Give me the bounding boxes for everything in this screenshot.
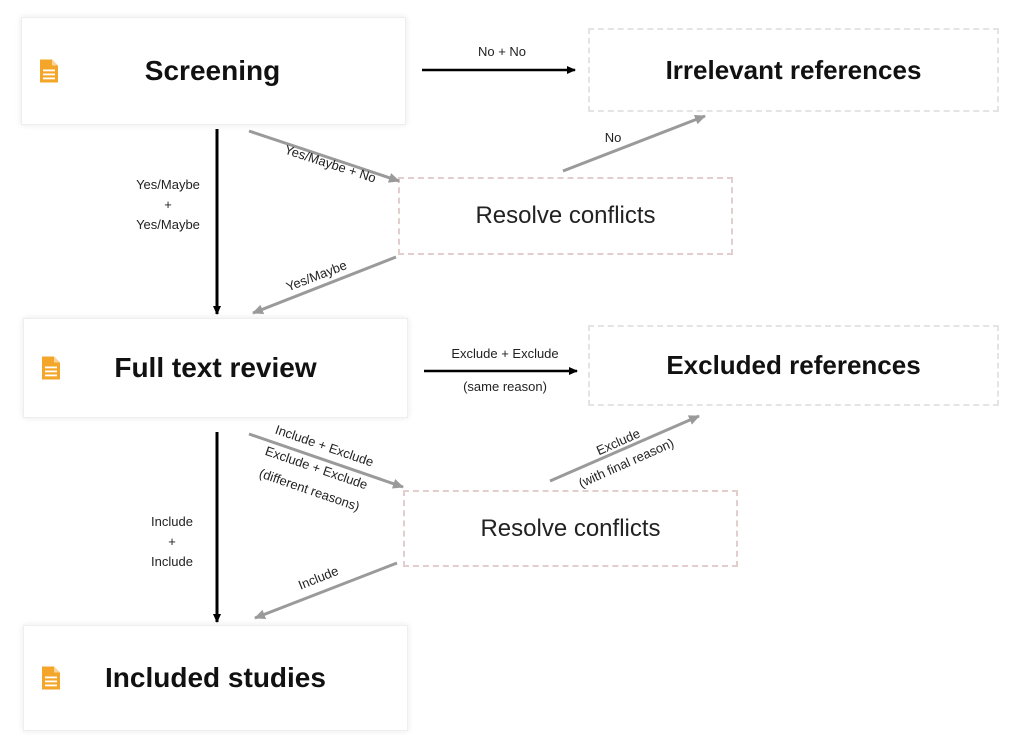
edge-label-no-no: No + No <box>477 44 527 59</box>
resolve-conflicts-box-top: Resolve conflicts <box>398 177 733 255</box>
document-icon <box>40 59 58 83</box>
resolve-conflicts-label-bottom: Resolve conflicts <box>480 514 661 542</box>
document-icon <box>42 356 60 380</box>
excluded-references-label: Excluded references <box>666 350 921 380</box>
arrow-conflicts-bottom-to-included <box>254 561 398 620</box>
edge-label-exclude-exclude-same: Exclude + Exclude <box>451 346 559 361</box>
screening-box: Screening <box>21 17 406 125</box>
irrelevant-references-box: Irrelevant references <box>588 28 999 112</box>
edge-label-include-combo-line1: Include <box>151 514 193 529</box>
arrow-conflicts-top-to-fulltext <box>252 255 397 315</box>
edge-label-yes-maybe-combo: Yes/Maybe + Yes/Maybe <box>118 175 218 235</box>
arrow-conflicts-bottom-to-excluded <box>549 414 700 483</box>
excluded-references-box: Excluded references <box>588 325 999 406</box>
resolve-conflicts-box-bottom: Resolve conflicts <box>403 490 738 567</box>
included-studies-box: Included studies <box>23 625 408 731</box>
edge-label-include-combo-line3: Include <box>151 554 193 569</box>
full-text-review-label: Full text review <box>114 352 317 383</box>
irrelevant-references-label: Irrelevant references <box>665 54 922 85</box>
full-text-review-box: Full text review <box>23 318 408 418</box>
arrow-conflicts-top-to-irrelevant <box>562 114 706 173</box>
document-icon <box>42 666 60 690</box>
screening-label: Screening <box>144 55 281 86</box>
edge-label-no: No <box>605 130 622 145</box>
arrow-fulltext-to-conflicts-bottom <box>248 432 404 489</box>
edge-label-include-combo-line2: + <box>168 534 176 549</box>
edge-label-yes-maybe-no: Yes/Maybe + No <box>283 142 378 186</box>
edge-label-yes-maybe-combo-line3: Yes/Maybe <box>136 217 200 232</box>
edge-label-include-combo: Include + Include <box>122 512 222 572</box>
edge-label-yes-maybe-combo-line2: + <box>164 197 172 212</box>
arrow-screening-to-conflicts-top <box>248 129 400 183</box>
included-studies-label: Included studies <box>105 662 326 693</box>
edge-label-yes-maybe-combo-line1: Yes/Maybe <box>136 177 200 192</box>
resolve-conflicts-label-top: Resolve conflicts <box>475 202 656 229</box>
edge-label-same-reason: (same reason) <box>463 379 547 394</box>
